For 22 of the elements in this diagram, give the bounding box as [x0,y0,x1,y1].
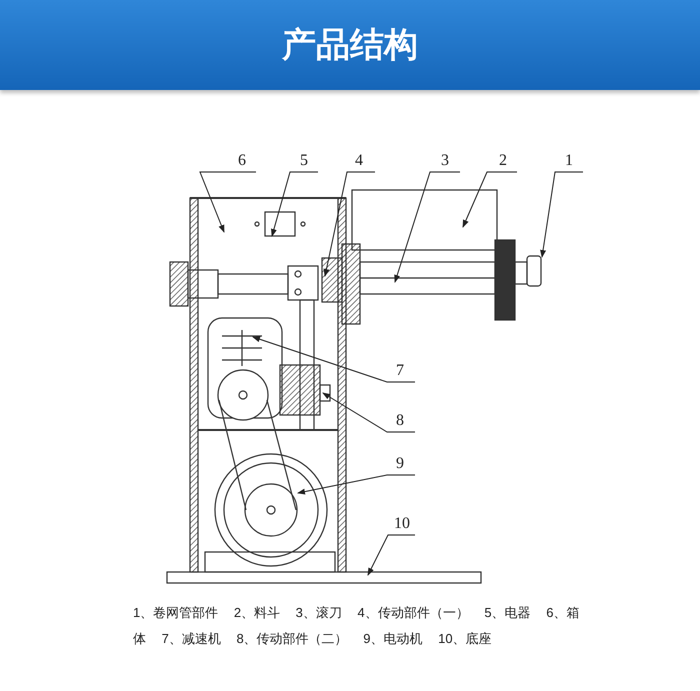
leader-line [462,172,518,228]
callout-number: 5 [300,152,308,170]
callout-number: 4 [355,152,363,170]
leader-line [252,336,416,382]
parts-list: 1、卷网管部件 2、料斗 3、滚刀 4、传动部件（一） 5、电器 6、箱体 7、减速机 8、传动部件（二） 9、电动机 10、底座 [133,600,583,652]
callout-number: 9 [396,455,404,473]
callout-number: 6 [238,152,246,170]
callout-number: 1 [565,152,573,170]
leader-line [368,534,416,576]
page-title: 产品结构 [280,25,419,66]
callout-number: 3 [441,152,449,170]
callout-number: 7 [396,362,404,380]
leader-line [394,172,460,283]
leader-line [271,172,318,237]
callout-number: 8 [396,412,404,430]
leader-line [322,392,416,432]
callout-number: 2 [499,152,507,170]
leader-line [199,172,256,233]
leader-line [540,172,584,258]
callout-number: 10 [394,515,410,533]
leader-line [297,474,416,495]
leader-line [324,172,376,277]
